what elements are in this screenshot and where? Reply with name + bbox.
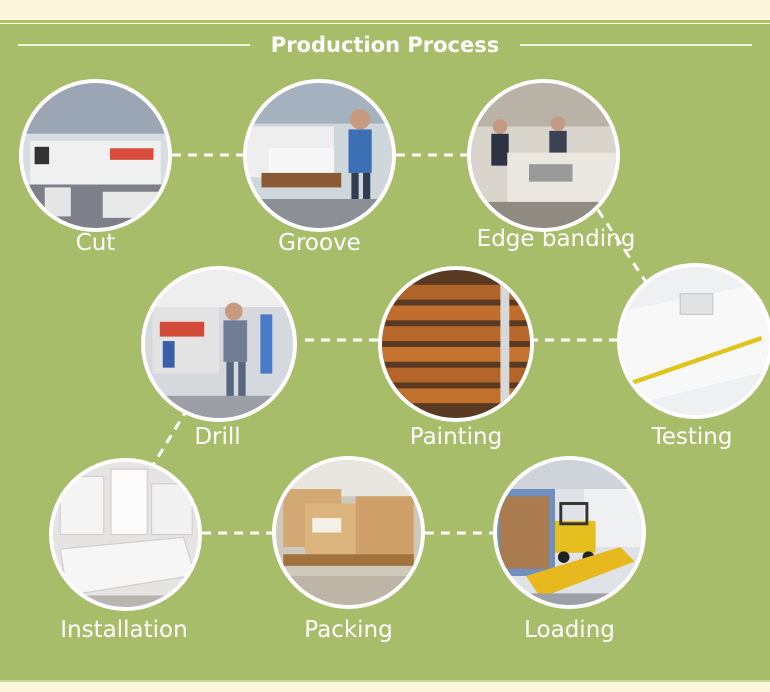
step-cut-photo [19,79,172,232]
cabinet-assembly-photo-icon [53,462,198,607]
title-rule-right [520,44,752,46]
edge-banding-machine-photo-icon [471,83,616,228]
step-packing-label: Packing [304,617,393,643]
worker-grooving-photo-icon [247,83,392,228]
step-drill-label: Drill [194,424,241,450]
step-groove-photo [243,79,396,232]
connector-drill-install [148,407,190,471]
packed-boxes-pallet-photo-icon [276,460,421,605]
step-testing-photo [617,263,770,419]
step-testing-label: Testing [651,424,733,450]
forklift-container-photo-icon [497,460,642,605]
step-edge-banding-photo [467,79,620,232]
step-installation-label: Installation [60,617,188,643]
page-title: Production Process [270,33,500,57]
step-packing-photo [272,456,425,609]
step-groove-label: Groove [278,230,361,256]
step-installation-photo [49,458,202,611]
top-band [0,0,770,20]
bottom-band [0,680,770,692]
title-rule-left [18,44,250,46]
step-loading-photo [493,456,646,609]
panel-saw-machine-photo-icon [23,83,168,228]
step-painting-label: Painting [409,424,503,450]
step-painting-photo [378,266,534,422]
step-cut-label: Cut [75,230,116,256]
step-edge-banding-label: Edge banding [476,226,636,252]
top-divider [0,20,770,23]
painted-doors-rack-photo-icon [382,270,530,418]
bottom-divider [0,680,770,682]
title-bar: Production Process [0,30,770,60]
step-loading-label: Loading [524,617,615,643]
step-drill-photo [141,266,297,422]
measuring-tape-panel-photo-icon [621,267,769,415]
drilling-machine-photo-icon [145,270,293,418]
